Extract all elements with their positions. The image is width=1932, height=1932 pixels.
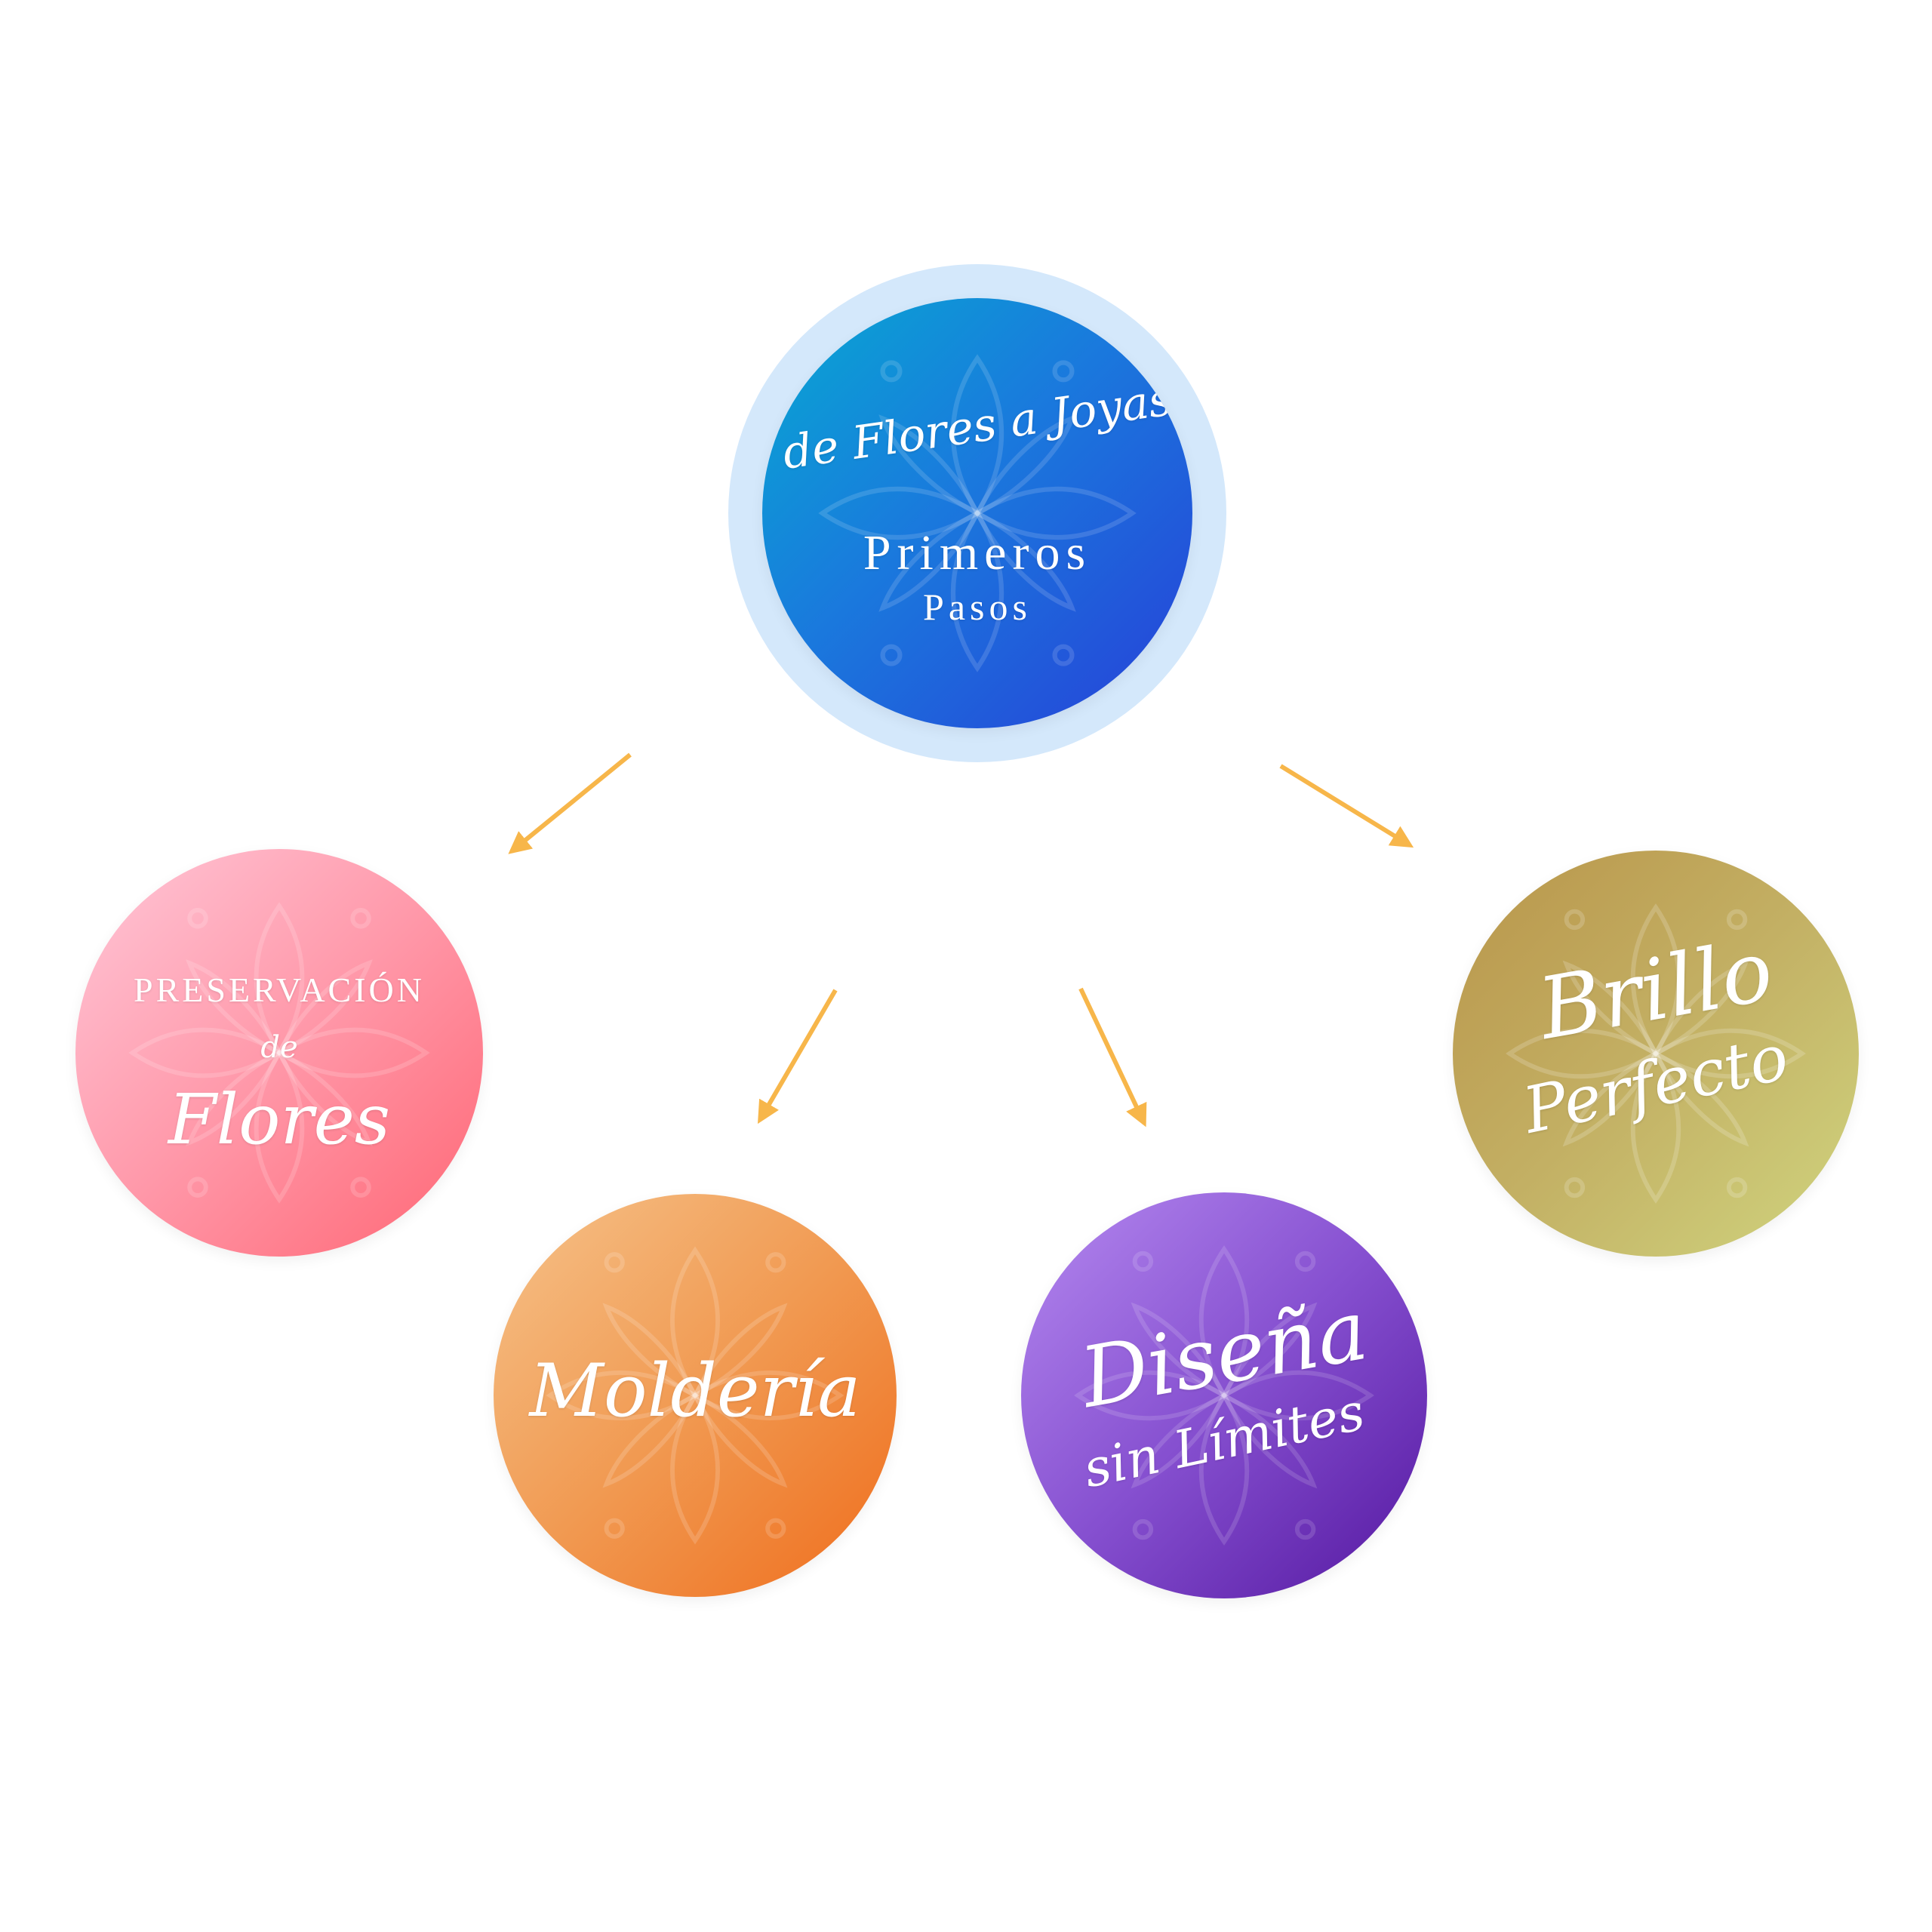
title-primeros: Primeros — [863, 525, 1092, 580]
flower-ornament-icon — [546, 1246, 844, 1545]
node-preservacion-de-flores[interactable]: PRESERVACIÓN de Flores — [75, 849, 483, 1257]
flower-ornament-icon — [818, 354, 1137, 672]
node-molderia[interactable]: Moldería — [494, 1194, 897, 1597]
label-flores: Flores — [168, 1079, 391, 1160]
node-brillo-perfecto[interactable]: Brillo Perfecto — [1453, 851, 1859, 1257]
flower-ornament-icon — [128, 902, 430, 1204]
arrow-to-disena — [1078, 987, 1147, 1128]
node-disena-sin-limites[interactable]: Diseña sin Límites — [1021, 1192, 1427, 1598]
flower-ornament-icon — [1074, 1245, 1374, 1546]
label-preservacion: PRESERVACIÓN — [134, 971, 425, 1009]
node-primeros-pasos[interactable]: de Flores a Joyas Primeros Pasos — [762, 298, 1192, 728]
title-pasos: Pasos — [923, 586, 1032, 628]
flower-ornament-icon — [1506, 903, 1806, 1204]
arrow-to-brillo — [1279, 764, 1414, 848]
arrow-to-molderia — [757, 989, 838, 1124]
label-molderia: Moldería — [529, 1349, 861, 1433]
label-de: de — [260, 1030, 298, 1065]
arrow-to-preservacion — [508, 752, 632, 854]
